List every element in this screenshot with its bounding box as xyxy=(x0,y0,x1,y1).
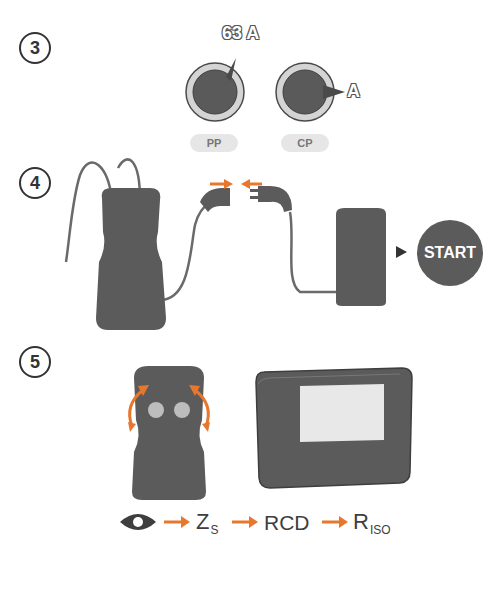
test-subscript: S xyxy=(210,524,218,536)
test-name: R xyxy=(353,511,369,533)
visual-inspection-eye xyxy=(120,514,156,530)
step-number: 5 xyxy=(19,346,51,378)
rotate-arrow xyxy=(130,390,209,426)
step-number-text: 4 xyxy=(30,174,40,192)
tester-device xyxy=(96,188,166,330)
step-number-text: 3 xyxy=(30,39,40,57)
insert-arrow xyxy=(210,179,262,189)
current-rating: 63 A xyxy=(222,24,259,42)
tablet-device xyxy=(256,368,412,488)
start-button: START xyxy=(417,220,483,286)
charging-station xyxy=(336,208,386,306)
test-subscript: ISO xyxy=(370,524,391,536)
tester-device xyxy=(132,366,206,500)
plug-connector xyxy=(200,186,292,212)
test-name: RCD xyxy=(264,512,310,533)
start-button-text: START xyxy=(424,245,476,261)
rotary-knob xyxy=(186,58,244,121)
sequence-arrow xyxy=(164,516,348,528)
port-label: PP xyxy=(190,134,238,152)
step-number: 3 xyxy=(19,32,51,64)
port-label: CP xyxy=(281,134,329,152)
cp-state: A xyxy=(347,82,360,100)
rotary-knob xyxy=(276,63,345,121)
test-name: Z xyxy=(196,511,209,533)
step-number: 4 xyxy=(19,167,51,199)
play-marker xyxy=(396,246,407,258)
port-label-text: CP xyxy=(297,138,312,149)
step-number-text: 5 xyxy=(30,353,40,371)
port-label-text: PP xyxy=(207,138,222,149)
tester-button xyxy=(148,402,164,418)
tester-button xyxy=(174,402,190,418)
rotate-arrow xyxy=(128,385,210,432)
